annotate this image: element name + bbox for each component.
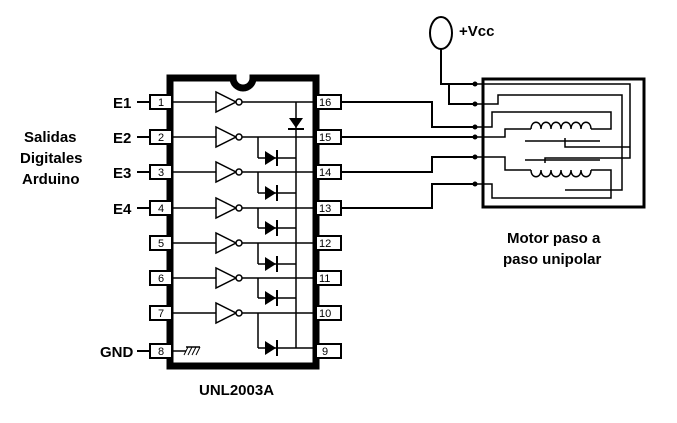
motor-label-line2: paso unipolar <box>503 251 602 268</box>
svg-text:7: 7 <box>158 308 164 320</box>
input-leads <box>137 101 150 352</box>
svg-text:15: 15 <box>319 132 331 144</box>
inverter-6 <box>172 266 243 290</box>
inverter-1 <box>172 90 243 114</box>
inverter-7 <box>172 301 243 325</box>
svg-text:13: 13 <box>319 203 331 215</box>
input-label-e4: E4 <box>113 201 132 218</box>
diode-7 <box>257 313 296 356</box>
svg-text:3: 3 <box>158 167 164 179</box>
pin-12: 12 <box>315 235 342 251</box>
vcc-label: +Vcc <box>459 23 494 40</box>
left-pins: 1 2 3 4 5 6 7 8 <box>149 94 173 359</box>
motor-label-line1: Motor paso a <box>507 230 601 247</box>
svg-text:8: 8 <box>158 346 164 358</box>
pin-13: 13 <box>315 200 342 216</box>
svg-text:14: 14 <box>319 167 331 179</box>
svg-text:12: 12 <box>319 238 331 250</box>
input-label-e3: E3 <box>113 165 131 182</box>
pin-3: 3 <box>149 164 173 180</box>
input-label-e2: E2 <box>113 130 131 147</box>
pin-4: 4 <box>149 200 173 216</box>
pin-8: 8 <box>149 343 173 359</box>
stepper-motor <box>472 77 646 209</box>
pin-15: 15 <box>315 129 342 145</box>
coil-lower <box>525 159 600 178</box>
pin-14: 14 <box>315 164 342 180</box>
outputs-label-line3: Arduino <box>22 171 80 188</box>
pin-11: 11 <box>315 270 342 286</box>
pin-6: 6 <box>149 270 173 286</box>
gnd-label: GND <box>100 344 134 361</box>
ground-symbol <box>172 346 201 356</box>
diode-3 <box>257 172 296 201</box>
pin-5: 5 <box>149 235 173 251</box>
pin-16: 16 <box>315 94 342 110</box>
svg-text:4: 4 <box>158 203 164 215</box>
output-diodes <box>257 137 296 356</box>
pin-10: 10 <box>315 305 342 321</box>
coil-upper <box>525 121 600 142</box>
pin-2: 2 <box>149 129 173 145</box>
input-label-e1: E1 <box>113 95 131 112</box>
inverter-2 <box>172 125 243 149</box>
svg-text:1: 1 <box>158 97 164 109</box>
pin-7: 7 <box>149 305 173 321</box>
svg-text:5: 5 <box>158 238 164 250</box>
diode-5 <box>257 243 296 272</box>
clamp-diode <box>288 118 304 130</box>
svg-text:16: 16 <box>319 97 331 109</box>
diode-2 <box>257 137 296 166</box>
chip-label: UNL2003A <box>199 382 274 399</box>
motor-terminals <box>472 124 478 187</box>
output-traces <box>242 101 316 314</box>
svg-text:10: 10 <box>319 308 331 320</box>
motor-wires <box>341 101 475 209</box>
diode-4 <box>257 208 296 236</box>
svg-text:9: 9 <box>322 346 328 358</box>
pin-9: 9 <box>315 343 342 359</box>
inverter-4 <box>172 196 243 220</box>
inverter-buffers <box>172 90 243 325</box>
inverter-5 <box>172 231 243 255</box>
svg-text:6: 6 <box>158 273 164 285</box>
uln2003-chip <box>166 74 320 370</box>
common-rail <box>295 102 316 349</box>
outputs-label-line2: Digitales <box>20 150 83 167</box>
svg-text:11: 11 <box>319 273 330 285</box>
right-pins: 16 15 14 13 12 11 10 9 <box>315 94 342 359</box>
diode-6 <box>257 278 296 306</box>
svg-text:2: 2 <box>158 132 164 144</box>
pin-1: 1 <box>149 94 173 110</box>
outputs-label-line1: Salidas <box>24 129 77 146</box>
